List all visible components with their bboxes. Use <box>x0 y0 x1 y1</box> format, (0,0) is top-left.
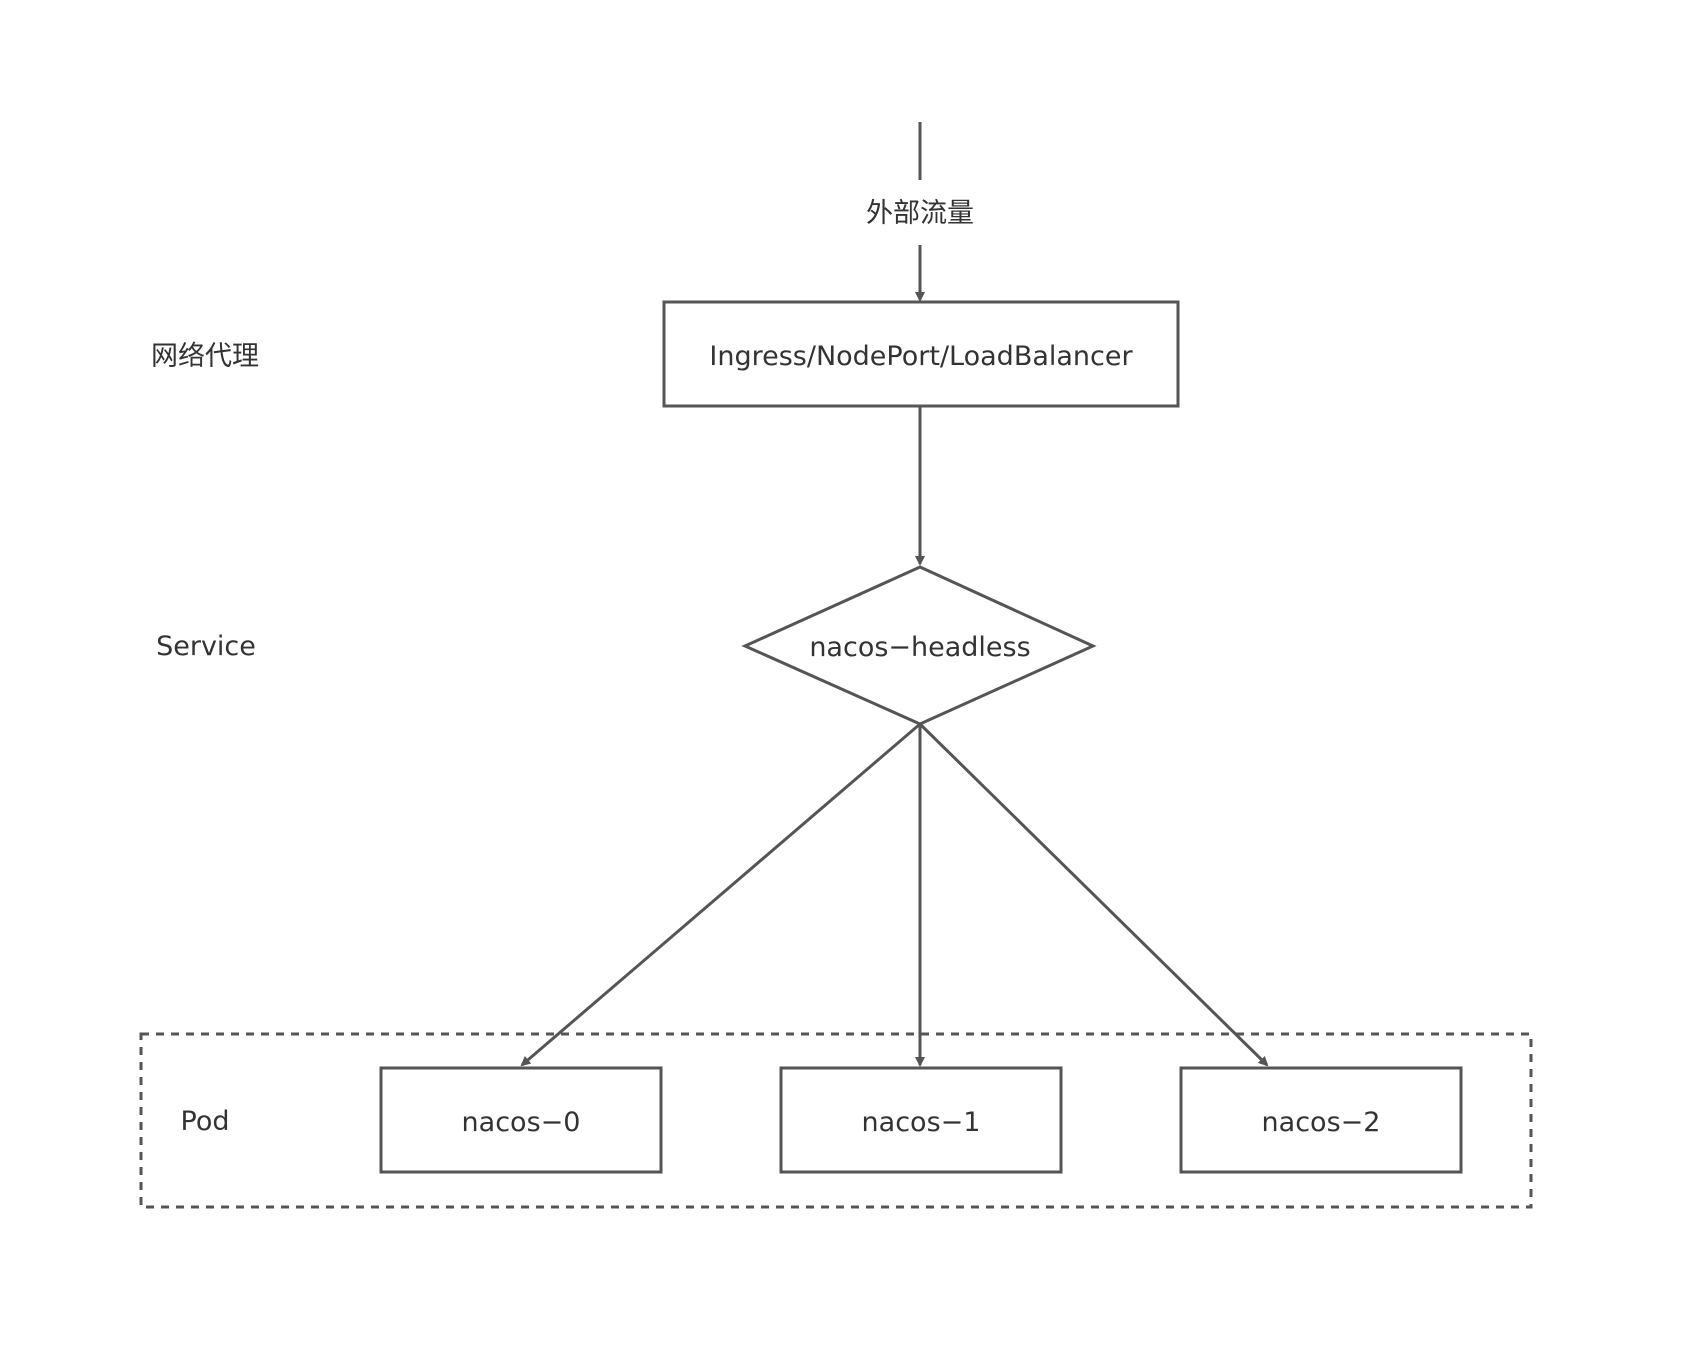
pod-box-2 <box>1179 1066 1463 1174</box>
layer-label-proxy: 网络代理 <box>151 341 259 372</box>
pod-box-0 <box>379 1066 663 1174</box>
pod-label-1: nacos−1 <box>862 1107 981 1138</box>
pod-label-0: nacos−0 <box>462 1107 581 1138</box>
pod-box-1 <box>779 1066 1063 1174</box>
arrow-service-to-pod-0 <box>520 722 921 1067</box>
pod-group-container <box>139 1032 1533 1209</box>
headless-service-label: nacos−headless <box>809 632 1030 663</box>
layer-label-service: Service <box>156 631 256 662</box>
arrow-service-to-pod-2 <box>918 722 1269 1067</box>
ingress-box <box>662 300 1180 408</box>
pod-label-2: nacos−2 <box>1262 1107 1381 1138</box>
ingress-label: Ingress/NodePort/LoadBalancer <box>709 341 1133 372</box>
layer-label-pod: Pod <box>181 1106 230 1137</box>
external-traffic-label: 外部流量 <box>866 198 974 229</box>
